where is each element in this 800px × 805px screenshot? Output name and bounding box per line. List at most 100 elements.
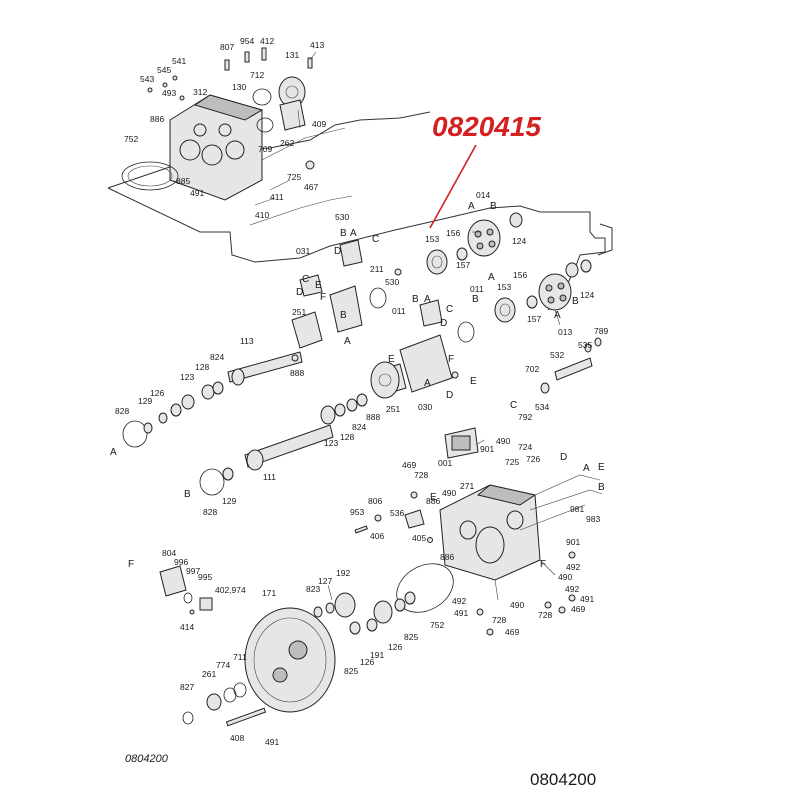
callout-leader-line: [429, 144, 477, 229]
part-label: 191: [370, 650, 384, 660]
part-label: 131: [285, 50, 299, 60]
part-label: 804: [162, 548, 176, 558]
connection-letter: A: [424, 294, 431, 305]
part-label: 886: [150, 114, 164, 124]
part-label: 113: [240, 336, 254, 346]
connection-letter: A: [554, 310, 561, 321]
connection-letter: B: [340, 310, 347, 321]
connection-letter: C: [302, 274, 309, 285]
part-label: 469: [402, 460, 416, 470]
part-label: 493: [162, 88, 176, 98]
connection-letter: E: [315, 280, 322, 291]
part-label: 726: [526, 454, 540, 464]
part-label: 402,974: [215, 585, 246, 595]
part-label: 251: [292, 307, 306, 317]
part-label: 157: [527, 314, 541, 324]
part-label: 823: [306, 584, 320, 594]
cylinder-group-014: [426, 212, 523, 275]
part-label: 128: [340, 432, 354, 442]
part-label: 530: [335, 212, 349, 222]
part-label: 828: [203, 507, 217, 517]
part-label: 031: [296, 246, 310, 256]
part-label: 728: [414, 470, 428, 480]
leader-lines: [265, 48, 561, 601]
part-label: 127: [318, 576, 332, 586]
part-label: 825: [404, 632, 418, 642]
part-label: 492: [452, 596, 466, 606]
part-label: 312: [193, 87, 207, 97]
part-label: 192: [336, 568, 350, 578]
part-label: 491: [265, 737, 279, 747]
part-label: 806: [368, 496, 382, 506]
part-label: 709: [258, 144, 272, 154]
connection-letter: C: [510, 400, 517, 411]
part-label: 414: [180, 622, 194, 632]
part-label: 491: [190, 188, 204, 198]
part-label: 901: [566, 537, 580, 547]
part-label: 828: [115, 406, 129, 416]
connection-letter: F: [320, 292, 326, 303]
part-label: 886: [440, 552, 454, 562]
connection-letter: C: [372, 234, 379, 245]
connection-letter: A: [110, 447, 117, 458]
part-label: 827: [180, 682, 194, 692]
part-label: 171: [262, 588, 276, 598]
part-label: 123: [180, 372, 194, 382]
part-label: 702: [525, 364, 539, 374]
part-label: 251: [386, 404, 400, 414]
part-label: 001: [438, 458, 452, 468]
part-label: 490: [496, 436, 510, 446]
part-label: 724: [518, 442, 532, 452]
part-label: 997: [186, 566, 200, 576]
regulator-parts: [540, 337, 602, 394]
part-label: 541: [172, 56, 186, 66]
connection-letter: E: [470, 376, 477, 387]
part-label: 111: [263, 472, 276, 482]
part-label: 014: [476, 190, 490, 200]
connection-letter: D: [446, 390, 453, 401]
part-label: 490: [442, 488, 456, 498]
part-label: 491: [454, 608, 468, 618]
part-label: 888: [366, 412, 380, 422]
connection-letter: A: [583, 463, 590, 474]
shaft-113: [122, 311, 323, 448]
part-label: 408: [230, 733, 244, 743]
lower-left-parts: [159, 565, 213, 615]
part-label: 126: [150, 388, 164, 398]
connection-letters: A B A B A B B A C D C E D F B A B A C D …: [110, 201, 605, 570]
part-label: 013: [558, 327, 572, 337]
callout-part-number: 0820415: [432, 111, 541, 142]
part-label: 901: [480, 444, 494, 454]
connection-letter: D: [334, 246, 341, 257]
part-label: 789: [594, 326, 608, 336]
part-label: 712: [250, 70, 264, 80]
connection-letter: B: [472, 294, 479, 305]
part-label: 124: [580, 290, 594, 300]
shaft-111: [199, 361, 400, 496]
connection-letter: D: [560, 452, 567, 463]
connection-letter: B: [598, 482, 605, 493]
part-label: 954: [240, 36, 254, 46]
gear-cover-assembly: [182, 563, 454, 727]
part-label: 492: [566, 562, 580, 572]
connection-letter: C: [446, 304, 453, 315]
connection-letter: A: [344, 336, 351, 347]
part-label: 157: [456, 260, 470, 270]
part-label: 886: [426, 496, 440, 506]
part-label: 126: [360, 657, 374, 667]
connection-letter: B: [572, 296, 579, 307]
part-label: 491: [580, 594, 594, 604]
part-label: 124: [512, 236, 526, 246]
connection-letter: F: [128, 559, 134, 570]
part-label: 825: [344, 666, 358, 676]
part-label: 153: [497, 282, 511, 292]
part-label: 774: [216, 660, 230, 670]
part-label: 752: [430, 620, 444, 630]
part-label: 725: [287, 172, 301, 182]
part-label: 153: [425, 234, 439, 244]
connection-letter: A: [488, 272, 495, 283]
part-label: 409: [312, 119, 326, 129]
part-label: 490: [510, 600, 524, 610]
part-label: 156: [446, 228, 460, 238]
part-label: 953: [350, 507, 364, 517]
